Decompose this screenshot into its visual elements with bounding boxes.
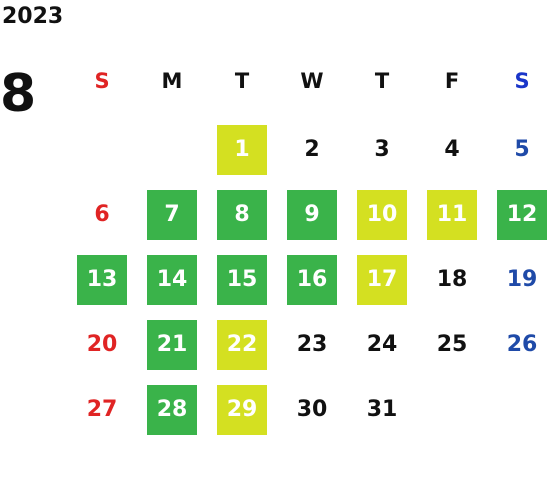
calendar-day[interactable]: 7: [147, 190, 197, 240]
calendar-day[interactable]: 24: [366, 332, 398, 357]
calendar-day[interactable]: 25: [436, 332, 468, 357]
weekday-saturday: S: [514, 69, 530, 93]
calendar-day[interactable]: 4: [444, 137, 460, 162]
calendar-day[interactable]: 3: [374, 137, 390, 162]
calendar-day[interactable]: 9: [287, 190, 337, 240]
calendar-day[interactable]: 17: [357, 255, 407, 305]
weekday-friday: F: [444, 69, 460, 93]
calendar-day[interactable]: 18: [436, 267, 468, 292]
calendar-year: 2023: [2, 4, 64, 29]
calendar-month: 8: [0, 64, 37, 124]
calendar-day[interactable]: 5: [514, 137, 530, 162]
calendar-day[interactable]: 28: [147, 385, 197, 435]
calendar-day[interactable]: 22: [217, 320, 267, 370]
calendar-day[interactable]: 26: [506, 332, 538, 357]
calendar-day[interactable]: 6: [94, 202, 110, 227]
calendar-day[interactable]: 12: [497, 190, 547, 240]
calendar-day[interactable]: 10: [357, 190, 407, 240]
weekday-wednesday: W: [300, 69, 324, 93]
calendar-day[interactable]: 29: [217, 385, 267, 435]
calendar-day[interactable]: 1: [217, 125, 267, 175]
weekday-tuesday: T: [234, 69, 250, 93]
weekday-thursday: T: [374, 69, 390, 93]
calendar-day[interactable]: 11: [427, 190, 477, 240]
calendar-day[interactable]: 21: [147, 320, 197, 370]
calendar-day[interactable]: 31: [366, 397, 398, 422]
calendar-day[interactable]: 15: [217, 255, 267, 305]
calendar-day[interactable]: 23: [296, 332, 328, 357]
calendar-day[interactable]: 27: [86, 397, 118, 422]
calendar-day[interactable]: 8: [217, 190, 267, 240]
calendar-day[interactable]: 20: [86, 332, 118, 357]
calendar-day[interactable]: 14: [147, 255, 197, 305]
calendar-day[interactable]: 19: [506, 267, 538, 292]
weekday-monday: M: [161, 69, 183, 93]
calendar-day[interactable]: 13: [77, 255, 127, 305]
calendar-day[interactable]: 2: [304, 137, 320, 162]
calendar-day[interactable]: 30: [296, 397, 328, 422]
weekday-sunday: S: [94, 69, 110, 93]
calendar-day[interactable]: 16: [287, 255, 337, 305]
